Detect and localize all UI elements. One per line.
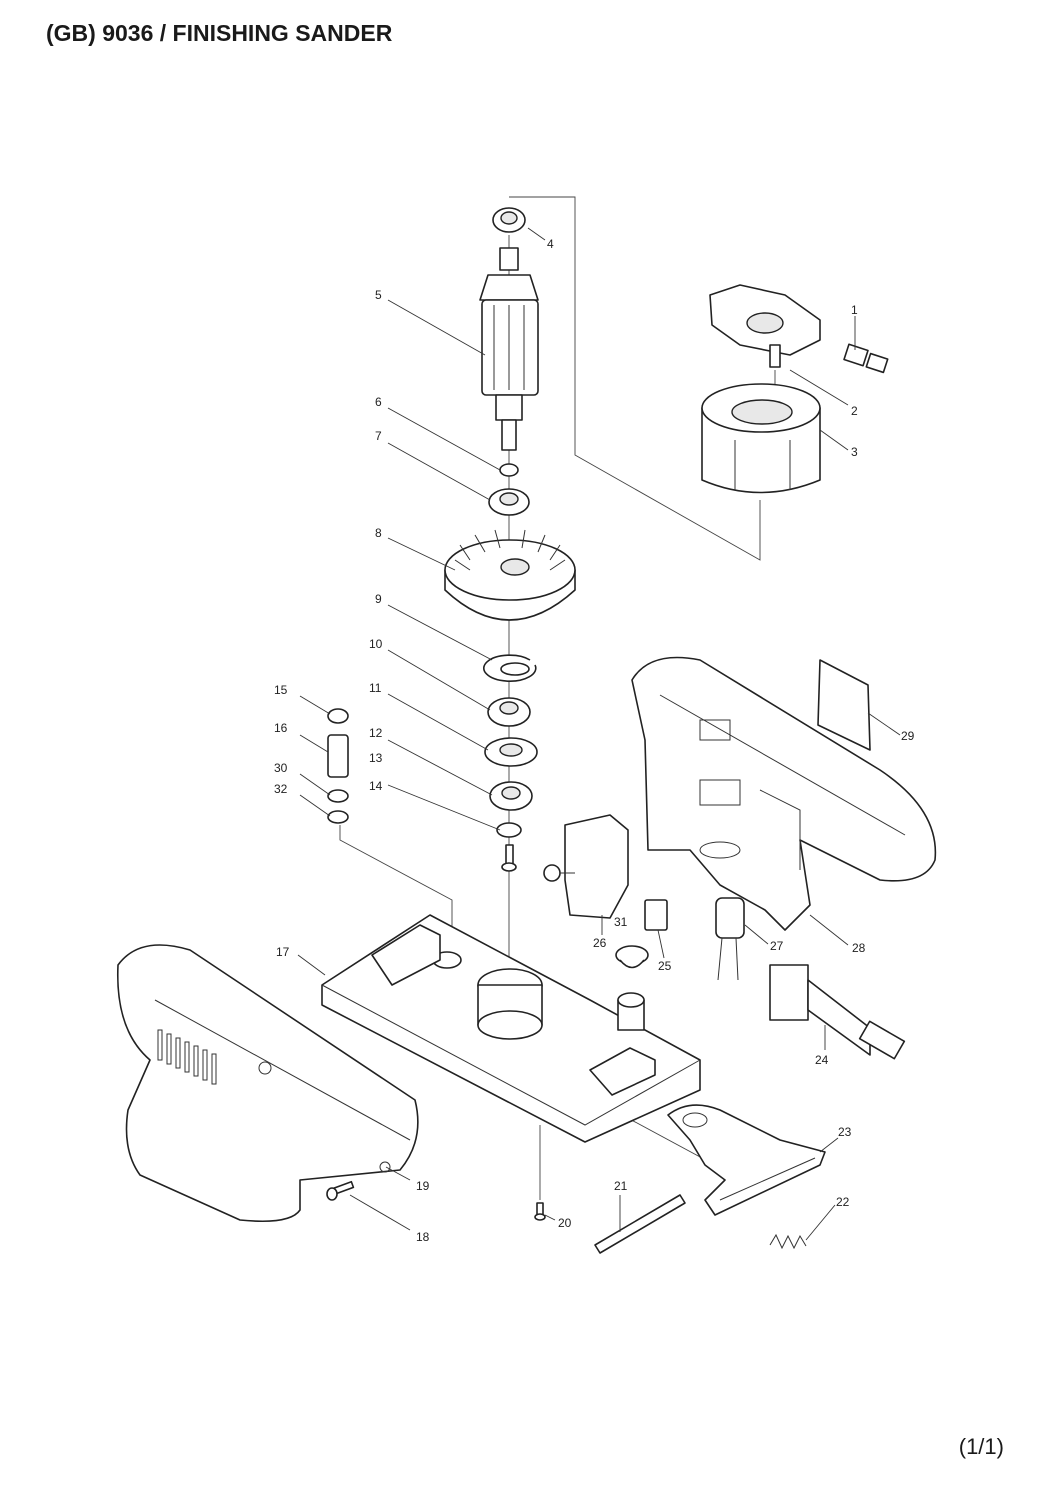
part-bearing-top — [492, 207, 526, 233]
vent-slots — [157, 1029, 217, 1085]
callout-8: 8 — [375, 526, 382, 540]
callout-31: 31 — [614, 915, 628, 929]
part-label — [817, 659, 871, 751]
part-block-25 — [644, 899, 668, 931]
part-bearing-box-11 — [484, 737, 538, 767]
part-brush-holder — [709, 284, 821, 368]
callout-18: 18 — [416, 1230, 430, 1244]
page-title: (GB) 9036 / FINISHING SANDER — [46, 20, 393, 46]
callout-22: 22 — [836, 1195, 850, 1209]
callout-4: 4 — [547, 237, 554, 251]
callout-3: 3 — [851, 445, 858, 459]
callout-11: 11 — [369, 681, 382, 695]
callout-30: 30 — [274, 761, 288, 775]
part-screw — [501, 844, 517, 872]
part-pin — [594, 1194, 686, 1254]
part-cord-guard — [769, 964, 906, 1060]
callout-14: 14 — [369, 779, 383, 793]
callout-17: 17 — [276, 945, 290, 959]
callout-25: 25 — [658, 959, 672, 973]
part-noise-suppressor — [715, 897, 745, 981]
callout-24: 24 — [815, 1053, 829, 1067]
part-ring-30 — [327, 789, 349, 803]
part-dust-cap — [615, 945, 649, 969]
part-armature — [479, 247, 539, 451]
callout-13: 13 — [369, 751, 383, 765]
callout-27: 27 — [770, 939, 784, 953]
part-clamp-lever — [667, 1104, 826, 1216]
part-bearing-12 — [489, 781, 533, 811]
callout-28: 28 — [852, 941, 866, 955]
part-bolt-18 — [326, 1180, 355, 1201]
part-motor-housing-left — [116, 944, 419, 1223]
callout-leader-lines — [297, 227, 901, 1241]
part-base — [321, 914, 701, 1143]
callout-7: 7 — [375, 429, 382, 443]
part-field — [701, 383, 821, 494]
callout-10: 10 — [369, 637, 383, 651]
callout-19: 19 — [416, 1179, 430, 1193]
callout-32: 32 — [274, 782, 288, 796]
part-bearing-10 — [487, 697, 531, 727]
part-sleeve-16 — [327, 734, 349, 778]
callout-15: 15 — [274, 683, 288, 697]
callout-21: 21 — [614, 1179, 628, 1193]
callout-23: 23 — [838, 1125, 852, 1139]
callout-9: 9 — [375, 592, 382, 606]
page-number: (1/1) — [958, 1434, 1004, 1459]
part-fan — [444, 529, 576, 621]
part-bearing-7 — [488, 488, 530, 516]
part-retaining-ring — [483, 654, 537, 682]
callout-5: 5 — [375, 288, 382, 302]
callout-20: 20 — [558, 1216, 572, 1230]
callout-6: 6 — [375, 395, 382, 409]
callout-2: 2 — [851, 404, 858, 418]
callout-1: 1 — [851, 303, 858, 317]
callout-numbers: 1 2 3 4 5 6 7 8 9 10 11 12 13 14 15 16 1… — [274, 237, 915, 1244]
part-washer-14 — [496, 822, 522, 838]
part-spring — [769, 1233, 807, 1250]
callout-26: 26 — [593, 936, 607, 950]
part-carbon-brush — [843, 343, 889, 374]
part-switch — [543, 814, 629, 919]
part-cap-15 — [327, 708, 349, 724]
callout-12: 12 — [369, 726, 383, 740]
part-handle-housing — [631, 656, 937, 931]
part-ring-32 — [327, 810, 349, 824]
callout-16: 16 — [274, 721, 288, 735]
callout-29: 29 — [901, 729, 915, 743]
part-washer-6 — [499, 463, 519, 477]
part-screw-20 — [534, 1202, 546, 1221]
